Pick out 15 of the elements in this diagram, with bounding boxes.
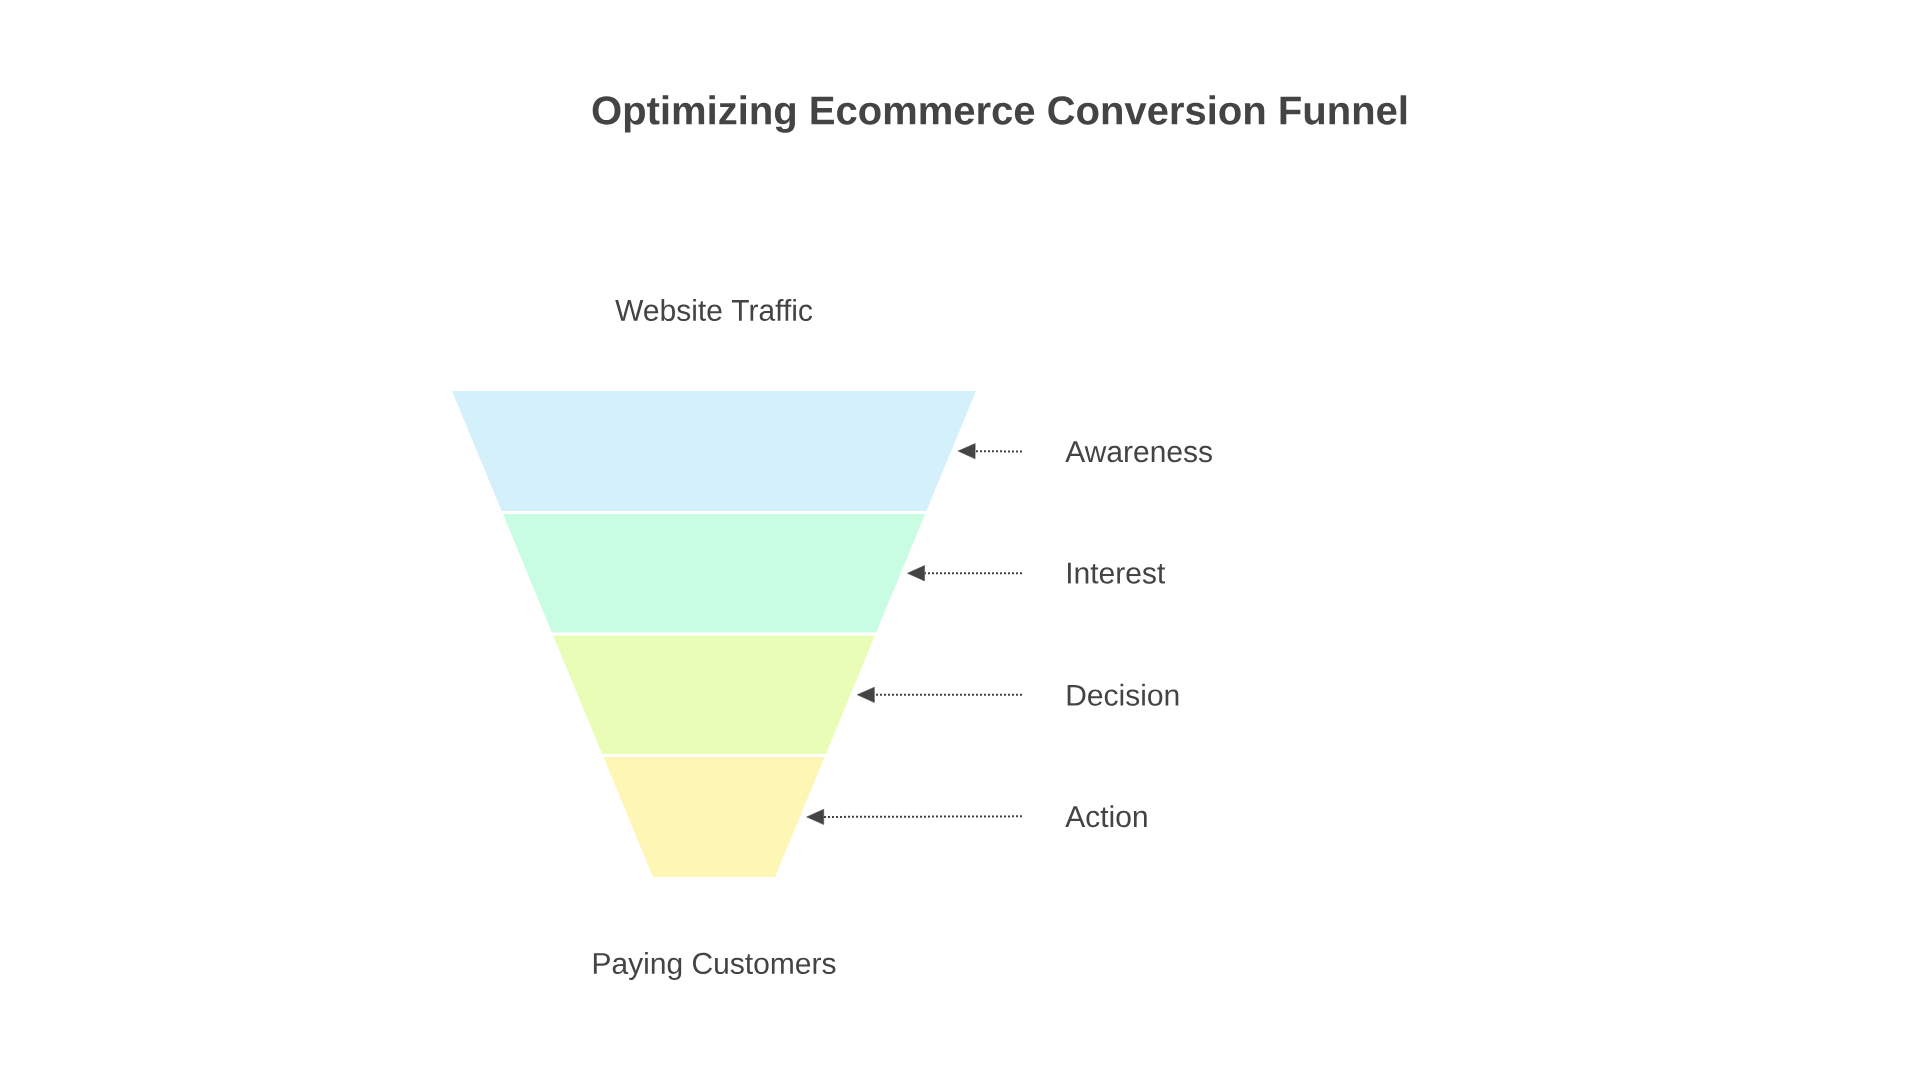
stage-label: Interest [1068, 562, 1166, 584]
arrow [907, 565, 1023, 582]
funnel-end-label: Paying Customers [593, 952, 836, 980]
arrow [806, 809, 1023, 825]
funnel-stage [452, 391, 976, 511]
arrow [856, 686, 1023, 703]
funnel-stage [553, 635, 875, 754]
stage-label: Awareness [1065, 441, 1212, 463]
funnel-stage [502, 514, 926, 633]
stage-label: Decision [1067, 683, 1179, 706]
funnel-stage [603, 757, 825, 877]
stage-label: Action [1065, 805, 1147, 828]
funnel-end-label: Website Traffic [615, 299, 813, 322]
arrow [957, 443, 1023, 460]
title: Optimizing Ecommerce Conversion Funnel [592, 95, 1407, 133]
